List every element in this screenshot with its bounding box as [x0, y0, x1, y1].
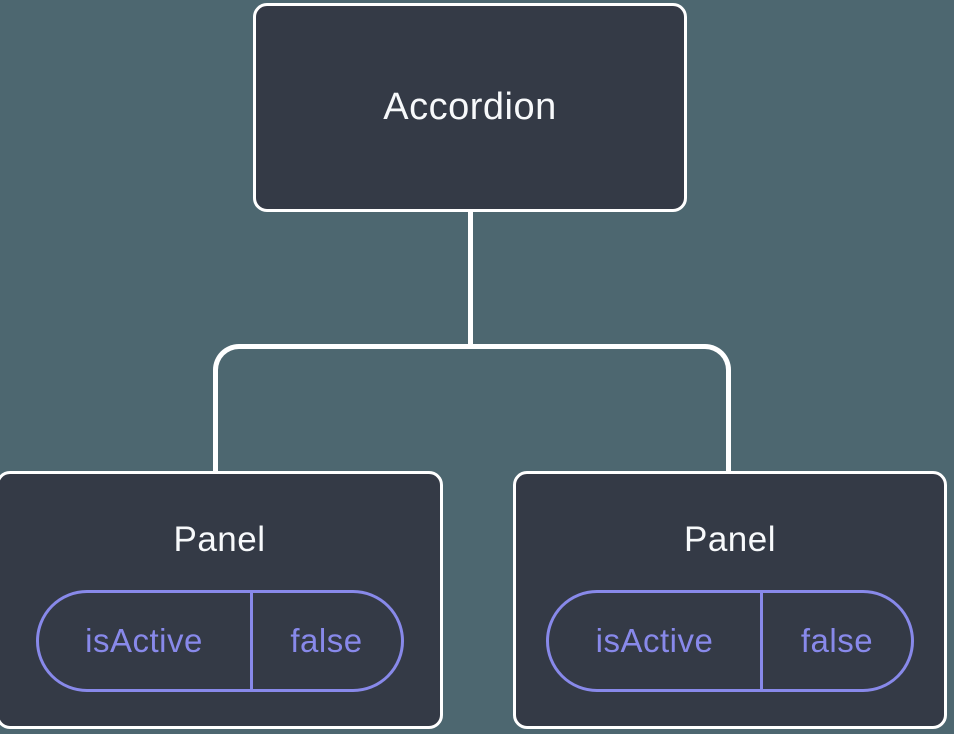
connector-branch-bracket	[213, 344, 731, 471]
state-value-label: false	[290, 622, 363, 659]
state-key-label: isActive	[85, 622, 203, 659]
connector-root-stem	[468, 212, 473, 348]
state-value-label: false	[800, 622, 874, 659]
pill-divider	[249, 593, 253, 689]
accordion-node: Accordion	[253, 3, 687, 212]
panel-right-state-pill: isActive false	[546, 590, 914, 692]
panel-left-state-pill: isActive false	[35, 590, 404, 692]
panel-right-label: Panel	[683, 520, 777, 559]
panel-node-left: Panel isActive false	[0, 471, 443, 729]
state-key-label: isActive	[595, 622, 714, 659]
pill-divider	[760, 593, 763, 689]
panel-node-right: Panel isActive false	[513, 471, 947, 729]
panel-left-label: Panel	[173, 520, 266, 559]
accordion-node-label: Accordion	[383, 86, 557, 128]
